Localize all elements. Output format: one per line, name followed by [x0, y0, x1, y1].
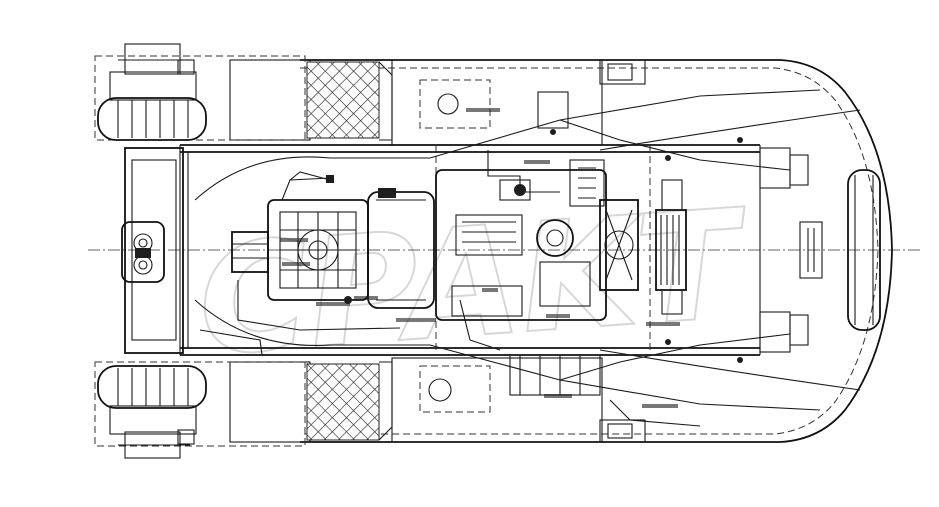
engine-block	[435, 169, 607, 321]
grille-bottom	[306, 363, 380, 441]
front-axle-housing	[124, 147, 184, 354]
torque-converter-housing	[367, 191, 435, 309]
counterweight-slot	[847, 169, 881, 331]
front-wheel-bottom	[97, 365, 207, 459]
front-axle-assembly	[97, 43, 207, 459]
front-wheel-top	[97, 43, 207, 141]
control-valve	[231, 231, 269, 273]
radiator-assembly	[655, 179, 823, 315]
tanks	[419, 63, 633, 439]
fuel-tank	[419, 365, 491, 413]
grille-top	[306, 61, 380, 139]
chassis-frame	[179, 144, 809, 356]
engine-assembly	[435, 150, 639, 321]
transmission-assembly	[231, 171, 435, 309]
fan-shroud	[599, 199, 639, 291]
component-callouts	[280, 108, 680, 408]
hydraulic-tank	[419, 79, 491, 129]
differential	[121, 221, 165, 283]
engine-pulley	[536, 219, 574, 257]
wiring-harness	[194, 89, 861, 427]
body-outline	[94, 55, 893, 447]
